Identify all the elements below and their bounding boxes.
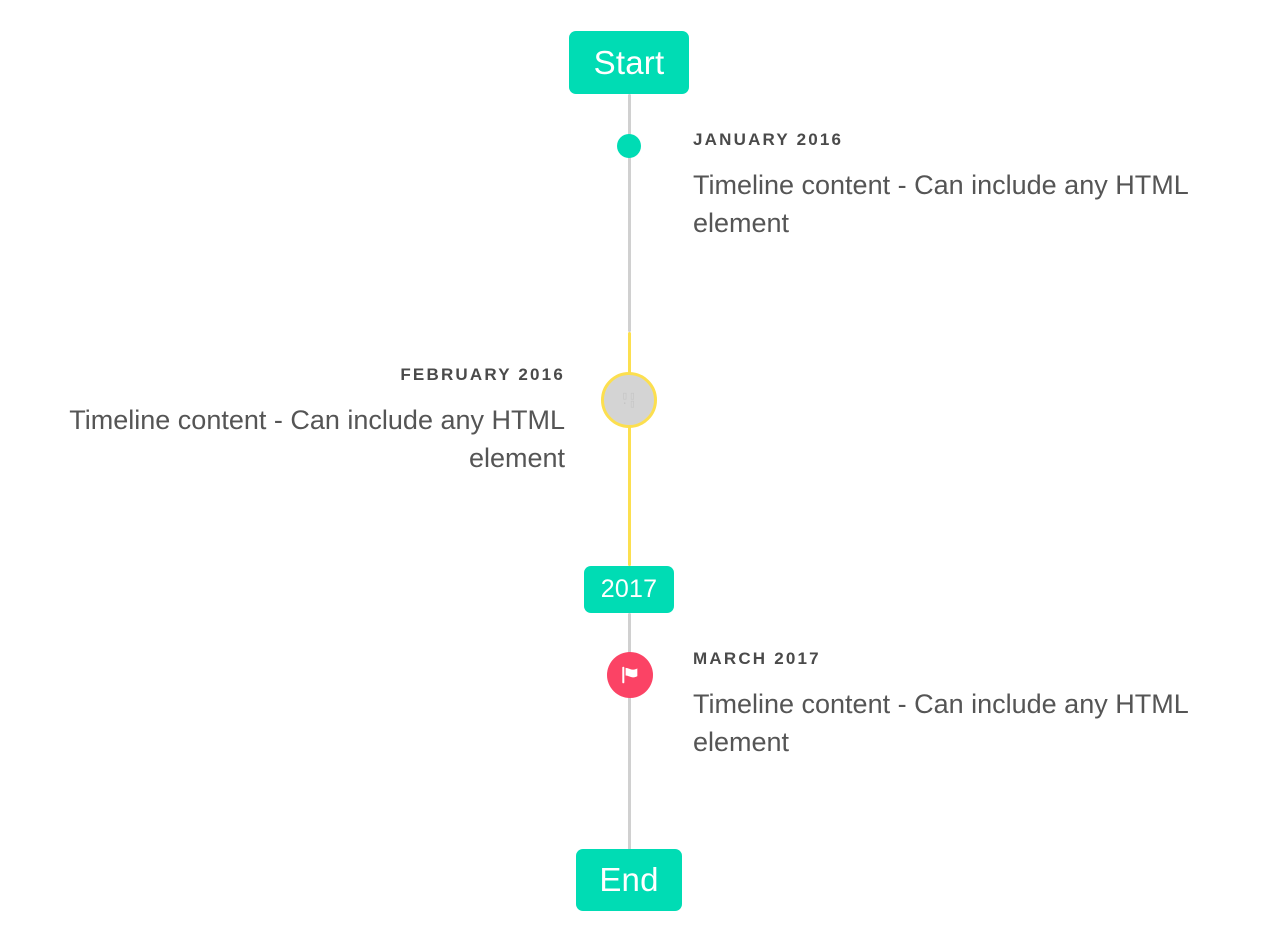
timeline-line-segment-top — [628, 94, 631, 332]
timeline-year-badge[interactable]: 2017 — [584, 566, 674, 613]
flag-icon — [622, 666, 638, 684]
timeline-event-body: Timeline content - Can include any HTML … — [69, 404, 565, 474]
timeline-start-badge[interactable]: Start — [569, 31, 689, 94]
timeline-line-segment-bottom — [628, 613, 631, 851]
timeline-event-date: MARCH 2017 — [693, 649, 821, 668]
timeline-marker-large[interactable]: ▯▯ ·▯ — [601, 372, 657, 428]
timeline-event-body: Timeline content - Can include any HTML … — [693, 688, 1188, 758]
timeline-marker-dot[interactable] — [617, 134, 641, 158]
broken-glyph-icon: ▯▯ ·▯ — [621, 389, 637, 410]
timeline-end-badge[interactable]: End — [576, 849, 682, 911]
timeline-event-january: JANUARY 2016 Timeline content - Can incl… — [693, 130, 1253, 242]
timeline-line-segment-highlighted — [628, 332, 631, 566]
timeline-event-date: JANUARY 2016 — [693, 130, 844, 149]
timeline-marker-flag[interactable] — [607, 652, 653, 698]
timeline-event-march: MARCH 2017 Timeline content - Can includ… — [693, 649, 1253, 761]
timeline-event-date: FEBRUARY 2016 — [400, 365, 565, 384]
timeline-event-february: FEBRUARY 2016 Timeline content - Can inc… — [5, 365, 565, 477]
timeline-event-body: Timeline content - Can include any HTML … — [693, 169, 1188, 239]
